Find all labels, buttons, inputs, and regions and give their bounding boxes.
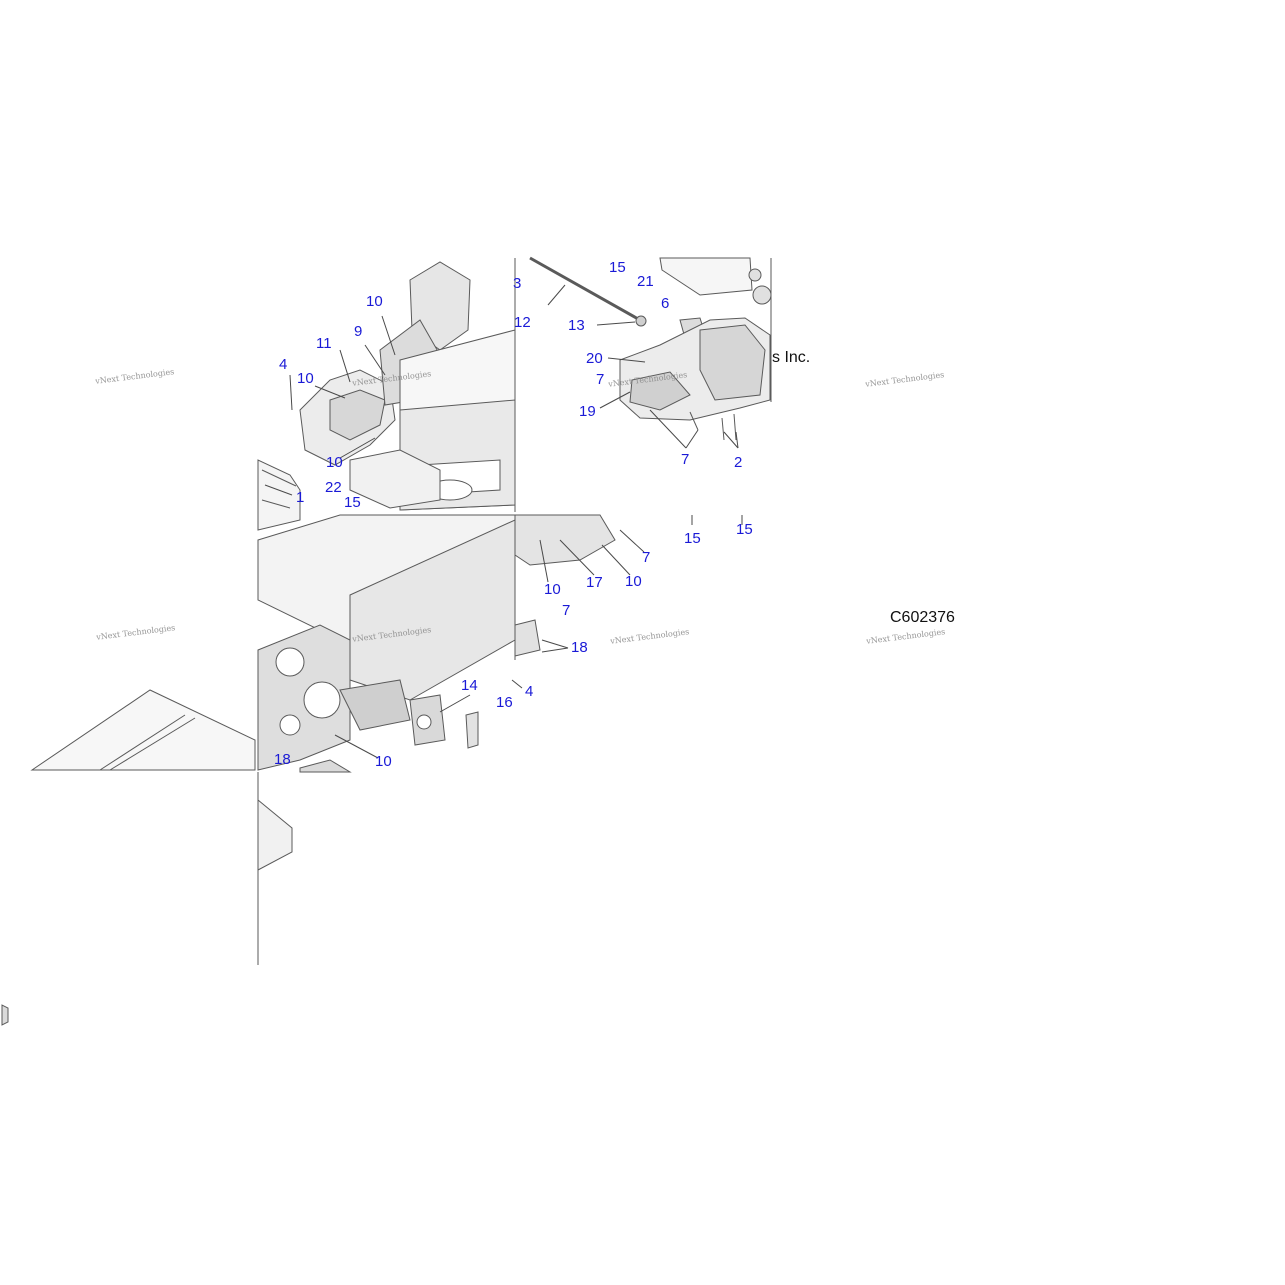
callout-10: 10 <box>326 454 343 471</box>
callout-4: 4 <box>525 683 534 700</box>
frame-tile-top-left <box>257 258 516 531</box>
callout-10: 10 <box>366 293 383 310</box>
callout-14: 14 <box>461 677 478 694</box>
drawing-number: C602376 <box>890 609 955 626</box>
callout-10: 10 <box>544 581 561 598</box>
callout-15: 15 <box>609 259 626 276</box>
callout-13: 13 <box>568 317 585 334</box>
callout-10: 10 <box>625 573 642 590</box>
frame-tile-bottom <box>1 759 352 1026</box>
callout-15: 15 <box>344 494 361 511</box>
callout-16: 16 <box>496 694 513 711</box>
callout-11: 11 <box>316 335 332 352</box>
copyright-fragment: s Inc. <box>772 349 811 366</box>
callout-19: 19 <box>579 403 596 420</box>
frame-tile-top-right <box>529 256 772 441</box>
callout-2: 2 <box>734 454 743 471</box>
callout-12: 12 <box>514 314 531 331</box>
callout-9: 9 <box>354 323 363 340</box>
callout-10: 10 <box>297 370 314 387</box>
callout-4: 4 <box>279 356 288 373</box>
callout-6: 6 <box>661 295 670 312</box>
frame-tile-middle <box>257 514 616 771</box>
callout-7: 7 <box>596 371 605 388</box>
callout-22: 22 <box>325 479 342 496</box>
callout-10: 10 <box>375 753 392 770</box>
callout-21: 21 <box>637 273 654 290</box>
callout-7: 7 <box>681 451 690 468</box>
callout-20: 20 <box>586 350 603 367</box>
callout-18: 18 <box>274 751 291 768</box>
leader-lines <box>264 284 743 759</box>
drawing-linework <box>1 256 772 1026</box>
callout-18: 18 <box>571 639 588 656</box>
callout-7: 7 <box>562 602 571 619</box>
callout-17: 17 <box>586 574 603 591</box>
callout-15: 15 <box>736 521 753 538</box>
callout-15: 15 <box>684 530 701 547</box>
callout-3: 3 <box>513 275 522 292</box>
frame-tile-left <box>30 689 256 771</box>
callout-1: 1 <box>296 489 305 506</box>
callout-7: 7 <box>642 549 651 566</box>
